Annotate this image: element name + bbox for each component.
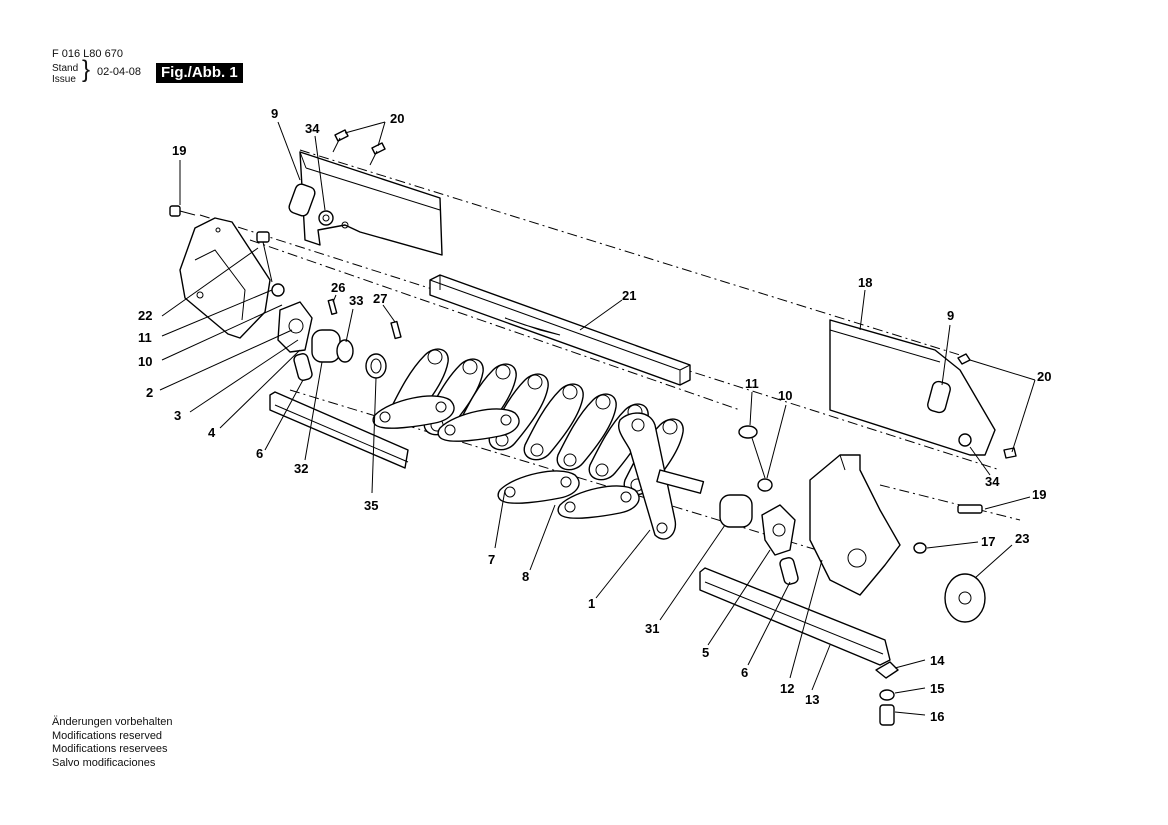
callout-18: 18 [858, 275, 872, 290]
callout-9-right: 9 [947, 308, 954, 323]
nut-10a [271, 283, 285, 297]
callout-16: 16 [930, 709, 944, 724]
callout-10-right: 10 [778, 388, 792, 403]
bushing-32 [311, 329, 341, 363]
lower-flat-bar-right [699, 567, 891, 666]
callout-20-right: 20 [1037, 369, 1051, 384]
document-code: F 016 L80 670 [52, 48, 123, 60]
bracket-14 [875, 661, 899, 679]
pin-27 [390, 320, 402, 340]
screw-22 [256, 231, 270, 243]
callout-10-left: 10 [138, 354, 152, 369]
pin-26 [327, 298, 338, 315]
modification-notes: Änderungen vorbehalten Modifications res… [52, 716, 172, 770]
callout-15: 15 [930, 681, 944, 696]
circlip-35 [365, 353, 387, 379]
callout-34-right: 34 [985, 474, 1000, 489]
callout-1: 1 [588, 596, 595, 611]
bushing-31 [719, 494, 753, 528]
callout-26: 26 [331, 280, 345, 295]
callout-19-right: 19 [1032, 487, 1046, 502]
callout-11-left: 11 [138, 330, 152, 345]
wheel-23 [944, 573, 986, 623]
stand-label: Stand [52, 63, 79, 74]
callout-27: 27 [373, 291, 387, 306]
note-english: Modifications reserved [52, 729, 163, 742]
callout-23: 23 [1015, 531, 1029, 546]
square-bar [429, 274, 691, 386]
callout-labels: 9 34 20 19 22 11 10 2 3 4 6 32 26 33 27 … [138, 106, 1051, 724]
callout-3: 3 [174, 408, 181, 423]
callout-35: 35 [364, 498, 378, 513]
screw-20b-2 [1003, 447, 1017, 459]
note-french: Modifications reservees [52, 743, 168, 755]
callout-2: 2 [146, 385, 153, 400]
callout-13: 13 [805, 692, 819, 707]
washer-15 [879, 689, 895, 701]
issue-date: 02-04-08 [97, 66, 142, 78]
callout-7: 7 [488, 552, 495, 567]
callout-6-right: 6 [741, 665, 748, 680]
issue-label: Issue [52, 74, 76, 85]
callout-12: 12 [780, 681, 794, 696]
nut-10b [757, 478, 773, 492]
callout-34-left: 34 [305, 121, 320, 136]
left-side-bracket [179, 217, 271, 339]
callout-19-left: 19 [172, 143, 186, 158]
screw-head-11b [738, 425, 758, 439]
bolt-16 [879, 704, 895, 726]
callout-8: 8 [522, 569, 529, 584]
screw-19a [169, 205, 181, 217]
callout-33: 33 [349, 293, 363, 308]
right-small-parts [719, 353, 1017, 726]
right-cover-plate [829, 319, 996, 456]
brace-glyph: } [82, 56, 91, 83]
left-small-parts [169, 129, 402, 381]
pin-6a [293, 353, 313, 381]
callout-17: 17 [981, 534, 995, 549]
note-spanish: Salvo modificaciones [52, 756, 156, 769]
note-german: Änderungen vorbehalten [52, 716, 173, 728]
stand-issue-label: Stand Issue [52, 63, 78, 85]
washer-34a [318, 210, 334, 226]
callout-22: 22 [138, 308, 152, 323]
callout-21: 21 [622, 288, 636, 303]
callout-11-right: 11 [745, 376, 759, 391]
right-side-plate [809, 454, 901, 596]
tine-assembly [372, 348, 705, 540]
washer-34b [958, 433, 972, 447]
callout-14: 14 [930, 653, 945, 668]
washer-17 [913, 542, 927, 554]
ring-33 [336, 339, 354, 363]
pin-6b [779, 557, 799, 585]
upper-cover-plate [299, 151, 443, 256]
callout-4: 4 [208, 425, 216, 440]
callout-31: 31 [645, 621, 659, 636]
bearing-housing-5 [761, 504, 796, 556]
bearing-housing-2 [277, 301, 313, 353]
figure-badge: Fig./Abb. 1 [156, 63, 243, 83]
axis-lines [199, 149, 1021, 561]
callout-5: 5 [702, 645, 709, 660]
leader-lines [159, 121, 1036, 716]
screw-20b-1 [957, 353, 971, 365]
spacer-sleeve-9b [927, 380, 951, 414]
callout-32: 32 [294, 461, 308, 476]
callout-9-left: 9 [271, 106, 278, 121]
callout-20-left: 20 [390, 111, 404, 126]
spacer-sleeve-9a [288, 183, 316, 217]
callout-6-left: 6 [256, 446, 263, 461]
screw-20a-1 [334, 129, 349, 142]
screw-19b [957, 504, 983, 514]
